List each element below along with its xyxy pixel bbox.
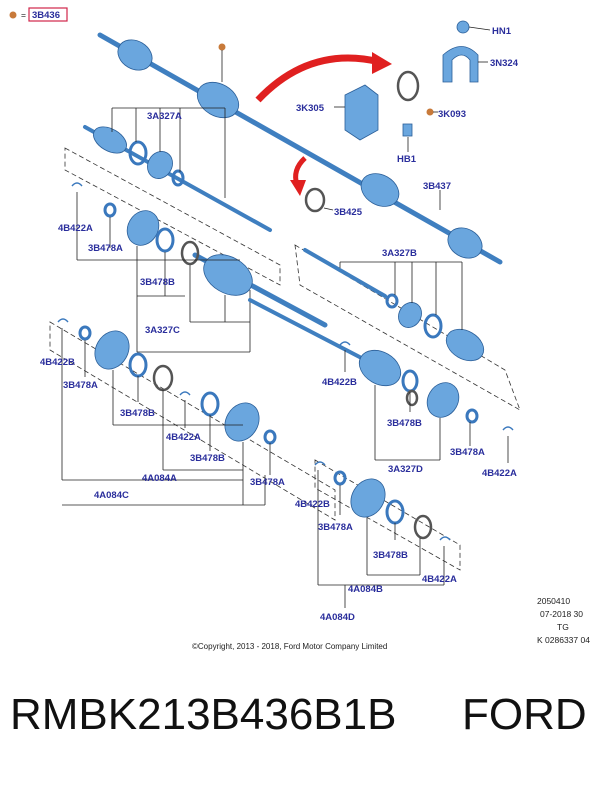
- right-inner-assembly: [303, 248, 485, 362]
- label-4b422b-1: 4B422B: [40, 357, 75, 368]
- label-3b478b-4: 3B478B: [387, 418, 422, 429]
- brand-name: FORD: [462, 690, 587, 739]
- label-3a327b: 3A327B: [382, 248, 417, 259]
- drawing-metadata: 2050410 07-2018 30 TG K 0286337 04: [537, 596, 590, 645]
- label-4a084a: 4A084A: [142, 473, 177, 484]
- label-3b478a-2: 3B478A: [63, 380, 98, 391]
- label-3a327a: 3A327A: [147, 111, 182, 122]
- label-3a327d: 3A327D: [388, 464, 423, 475]
- label-3k093: 3K093: [438, 109, 466, 120]
- label-4b422b-2: 4B422B: [322, 377, 357, 388]
- label-3b478b-5: 3B478B: [373, 550, 408, 561]
- meta-line-1: 2050410: [537, 596, 570, 606]
- footer: RMBK213B436B1B FORD: [0, 690, 600, 760]
- label-3n324: 3N324: [490, 58, 519, 69]
- left-outer-assembly: [71, 182, 328, 353]
- meta-line-3: TG: [557, 622, 569, 632]
- exploded-parts-diagram: = 3B436 HN1 3N324 3K305 3: [9, 7, 590, 651]
- label-4b422a-3: 4B422A: [482, 468, 517, 479]
- copyright-notice: ©Copyright, 2013 - 2018, Ford Motor Comp…: [192, 642, 387, 651]
- label-4b422a-4: 4B422A: [422, 574, 457, 585]
- label-4a084c: 4A084C: [94, 490, 129, 501]
- label-hb1: HB1: [397, 154, 417, 165]
- dashed-frame-left-upper: [64, 147, 281, 286]
- label-3b478b-2: 3B478B: [120, 408, 155, 419]
- meta-line-4: K 0286337 04: [537, 635, 590, 645]
- label-3b478a-4: 3B478A: [450, 447, 485, 458]
- right-lower-assembly: [314, 461, 451, 608]
- left-lower-assembly: [57, 318, 277, 506]
- label-3k305: 3K305: [296, 103, 325, 114]
- meta-line-2: 07-2018 30: [540, 609, 583, 619]
- label-4b422a-2: 4B422A: [166, 432, 201, 443]
- dashed-frame-right-upper: [294, 244, 521, 411]
- center-bracket-parts: [304, 20, 491, 213]
- right-outer-assembly: [248, 298, 514, 463]
- legend: = 3B436: [9, 7, 68, 22]
- legend-equals: =: [21, 10, 26, 20]
- legend-marker-dot: [9, 11, 17, 19]
- label-3b425: 3B425: [334, 207, 363, 218]
- legend-code-box: [28, 7, 68, 22]
- red-arrows: [255, 52, 392, 196]
- part-number: RMBK213B436B1B: [10, 690, 397, 739]
- left-inner-assembly: [83, 107, 272, 232]
- label-3b478b-1: 3B478B: [140, 277, 175, 288]
- label-4b422b-3: 4B422B: [295, 499, 330, 510]
- legend-code: 3B436: [32, 10, 60, 21]
- label-3b478a-1: 3B478A: [88, 243, 123, 254]
- dashed-frame-right-lower: [314, 459, 461, 571]
- label-3b478b-3: 3B478B: [190, 453, 225, 464]
- label-3b478a-5: 3B478A: [318, 522, 353, 533]
- label-3b437: 3B437: [423, 181, 451, 192]
- label-3b478a-3: 3B478A: [250, 477, 285, 488]
- label-4a084d: 4A084D: [320, 612, 355, 623]
- label-4a084b: 4A084B: [348, 584, 383, 595]
- label-3a327c: 3A327C: [145, 325, 180, 336]
- label-4b422a-1: 4B422A: [58, 223, 93, 234]
- main-drive-shaft: [97, 32, 503, 265]
- marker-dot: [218, 43, 226, 51]
- label-hn1: HN1: [492, 26, 512, 37]
